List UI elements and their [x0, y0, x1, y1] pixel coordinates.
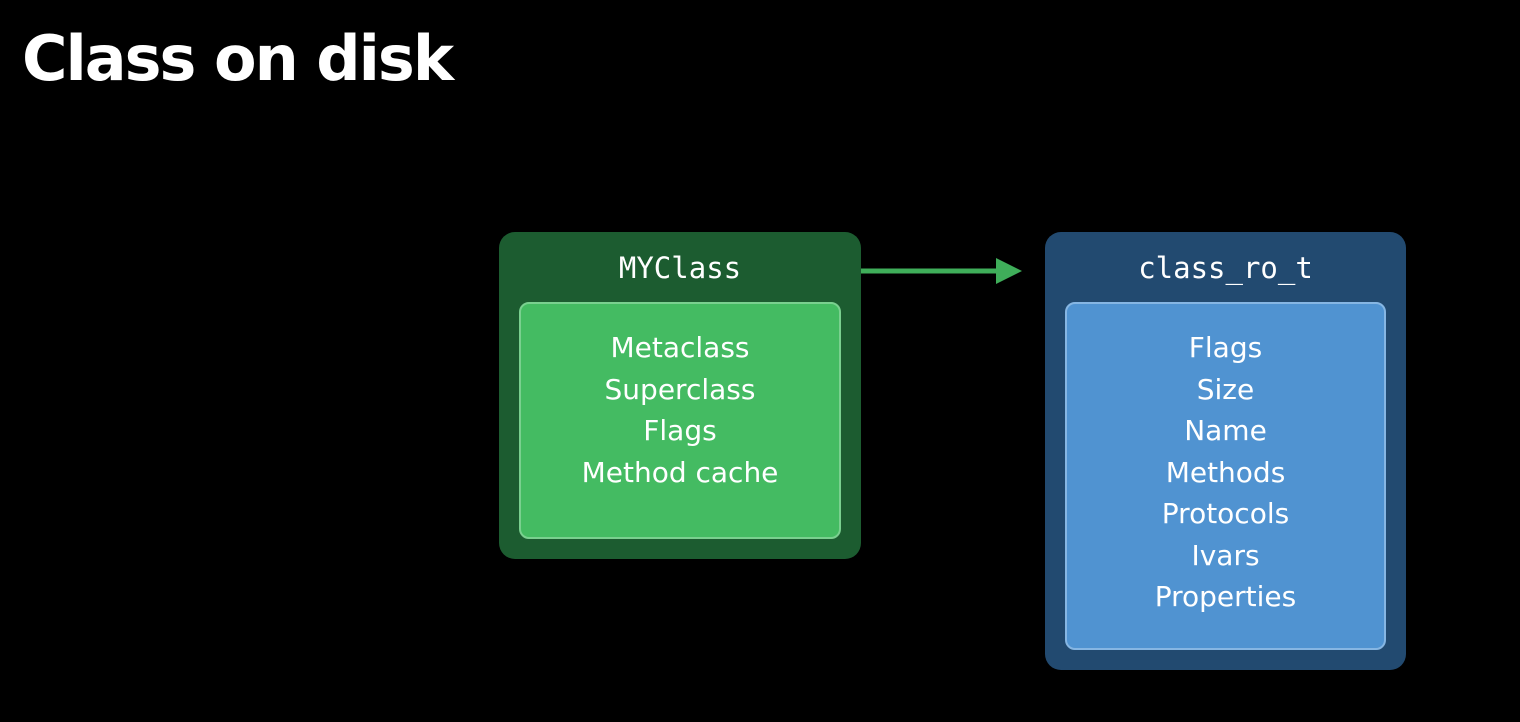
myclass-node-title: MYClass [618, 251, 742, 285]
class-ro-t-node-title: class_ro_t [1138, 251, 1313, 285]
myclass-field-metaclass: Metaclass [610, 331, 750, 364]
class-ro-t-field-size: Size [1196, 372, 1255, 406]
class-ro-t-field-protocols: Protocols [1161, 497, 1290, 530]
myclass-fields-panel: Metaclass Superclass Flags Method cache [519, 302, 841, 539]
class-ro-t-field-methods: Methods [1165, 455, 1286, 489]
myclass-field-method-cache: Method cache [581, 455, 779, 489]
myclass-field-flags: Flags [643, 414, 717, 447]
arrow-head [996, 258, 1022, 284]
class-ro-t-field-name: Name [1184, 414, 1267, 447]
slide-title: Class on disk [22, 22, 454, 95]
class-ro-t-field-properties: Properties [1154, 580, 1297, 613]
class-ro-t-fields-panel: Flags Size Name Methods Protocols Ivars … [1065, 302, 1386, 650]
class-ro-t-node: class_ro_t Flags Size Name Methods Proto… [1045, 232, 1406, 670]
myclass-field-superclass: Superclass [604, 372, 756, 406]
class-ro-t-field-ivars: Ivars [1191, 538, 1260, 572]
myclass-node: MYClass Metaclass Superclass Flags Metho… [499, 232, 861, 559]
class-ro-t-field-flags: Flags [1188, 331, 1263, 364]
